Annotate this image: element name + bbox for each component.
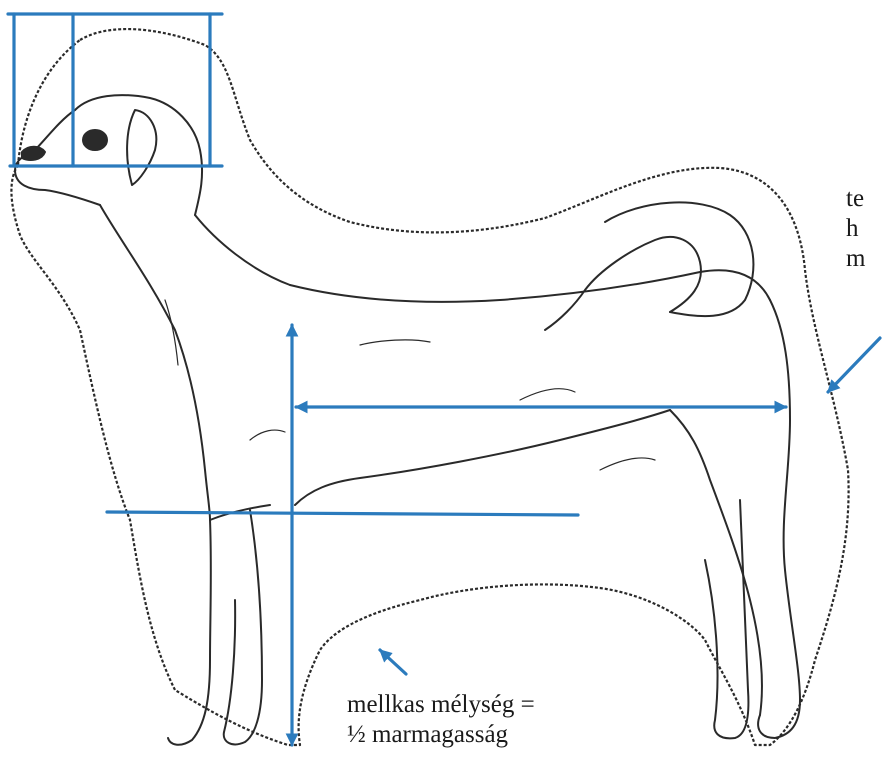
chest-depth-line xyxy=(107,512,578,515)
dog-fur-outline xyxy=(11,29,848,745)
proportion-guides xyxy=(8,14,880,745)
tail-annotation-line-3: m xyxy=(846,244,865,274)
tail-pointer-arrow xyxy=(828,338,880,392)
chest-depth-annotation-line-2: ½ marmagasság xyxy=(347,720,535,750)
chest-depth-annotation-line-1: mellkas mélység = xyxy=(347,690,535,720)
dog-body-sketch xyxy=(15,95,800,745)
tail-annotation-line-2: h xyxy=(846,214,865,244)
tail-annotation: te h m xyxy=(846,184,865,274)
chest-pointer-arrow xyxy=(380,650,406,674)
chest-depth-annotation: mellkas mélység = ½ marmagasság xyxy=(347,690,535,750)
tail-annotation-line-1: te xyxy=(846,184,865,214)
